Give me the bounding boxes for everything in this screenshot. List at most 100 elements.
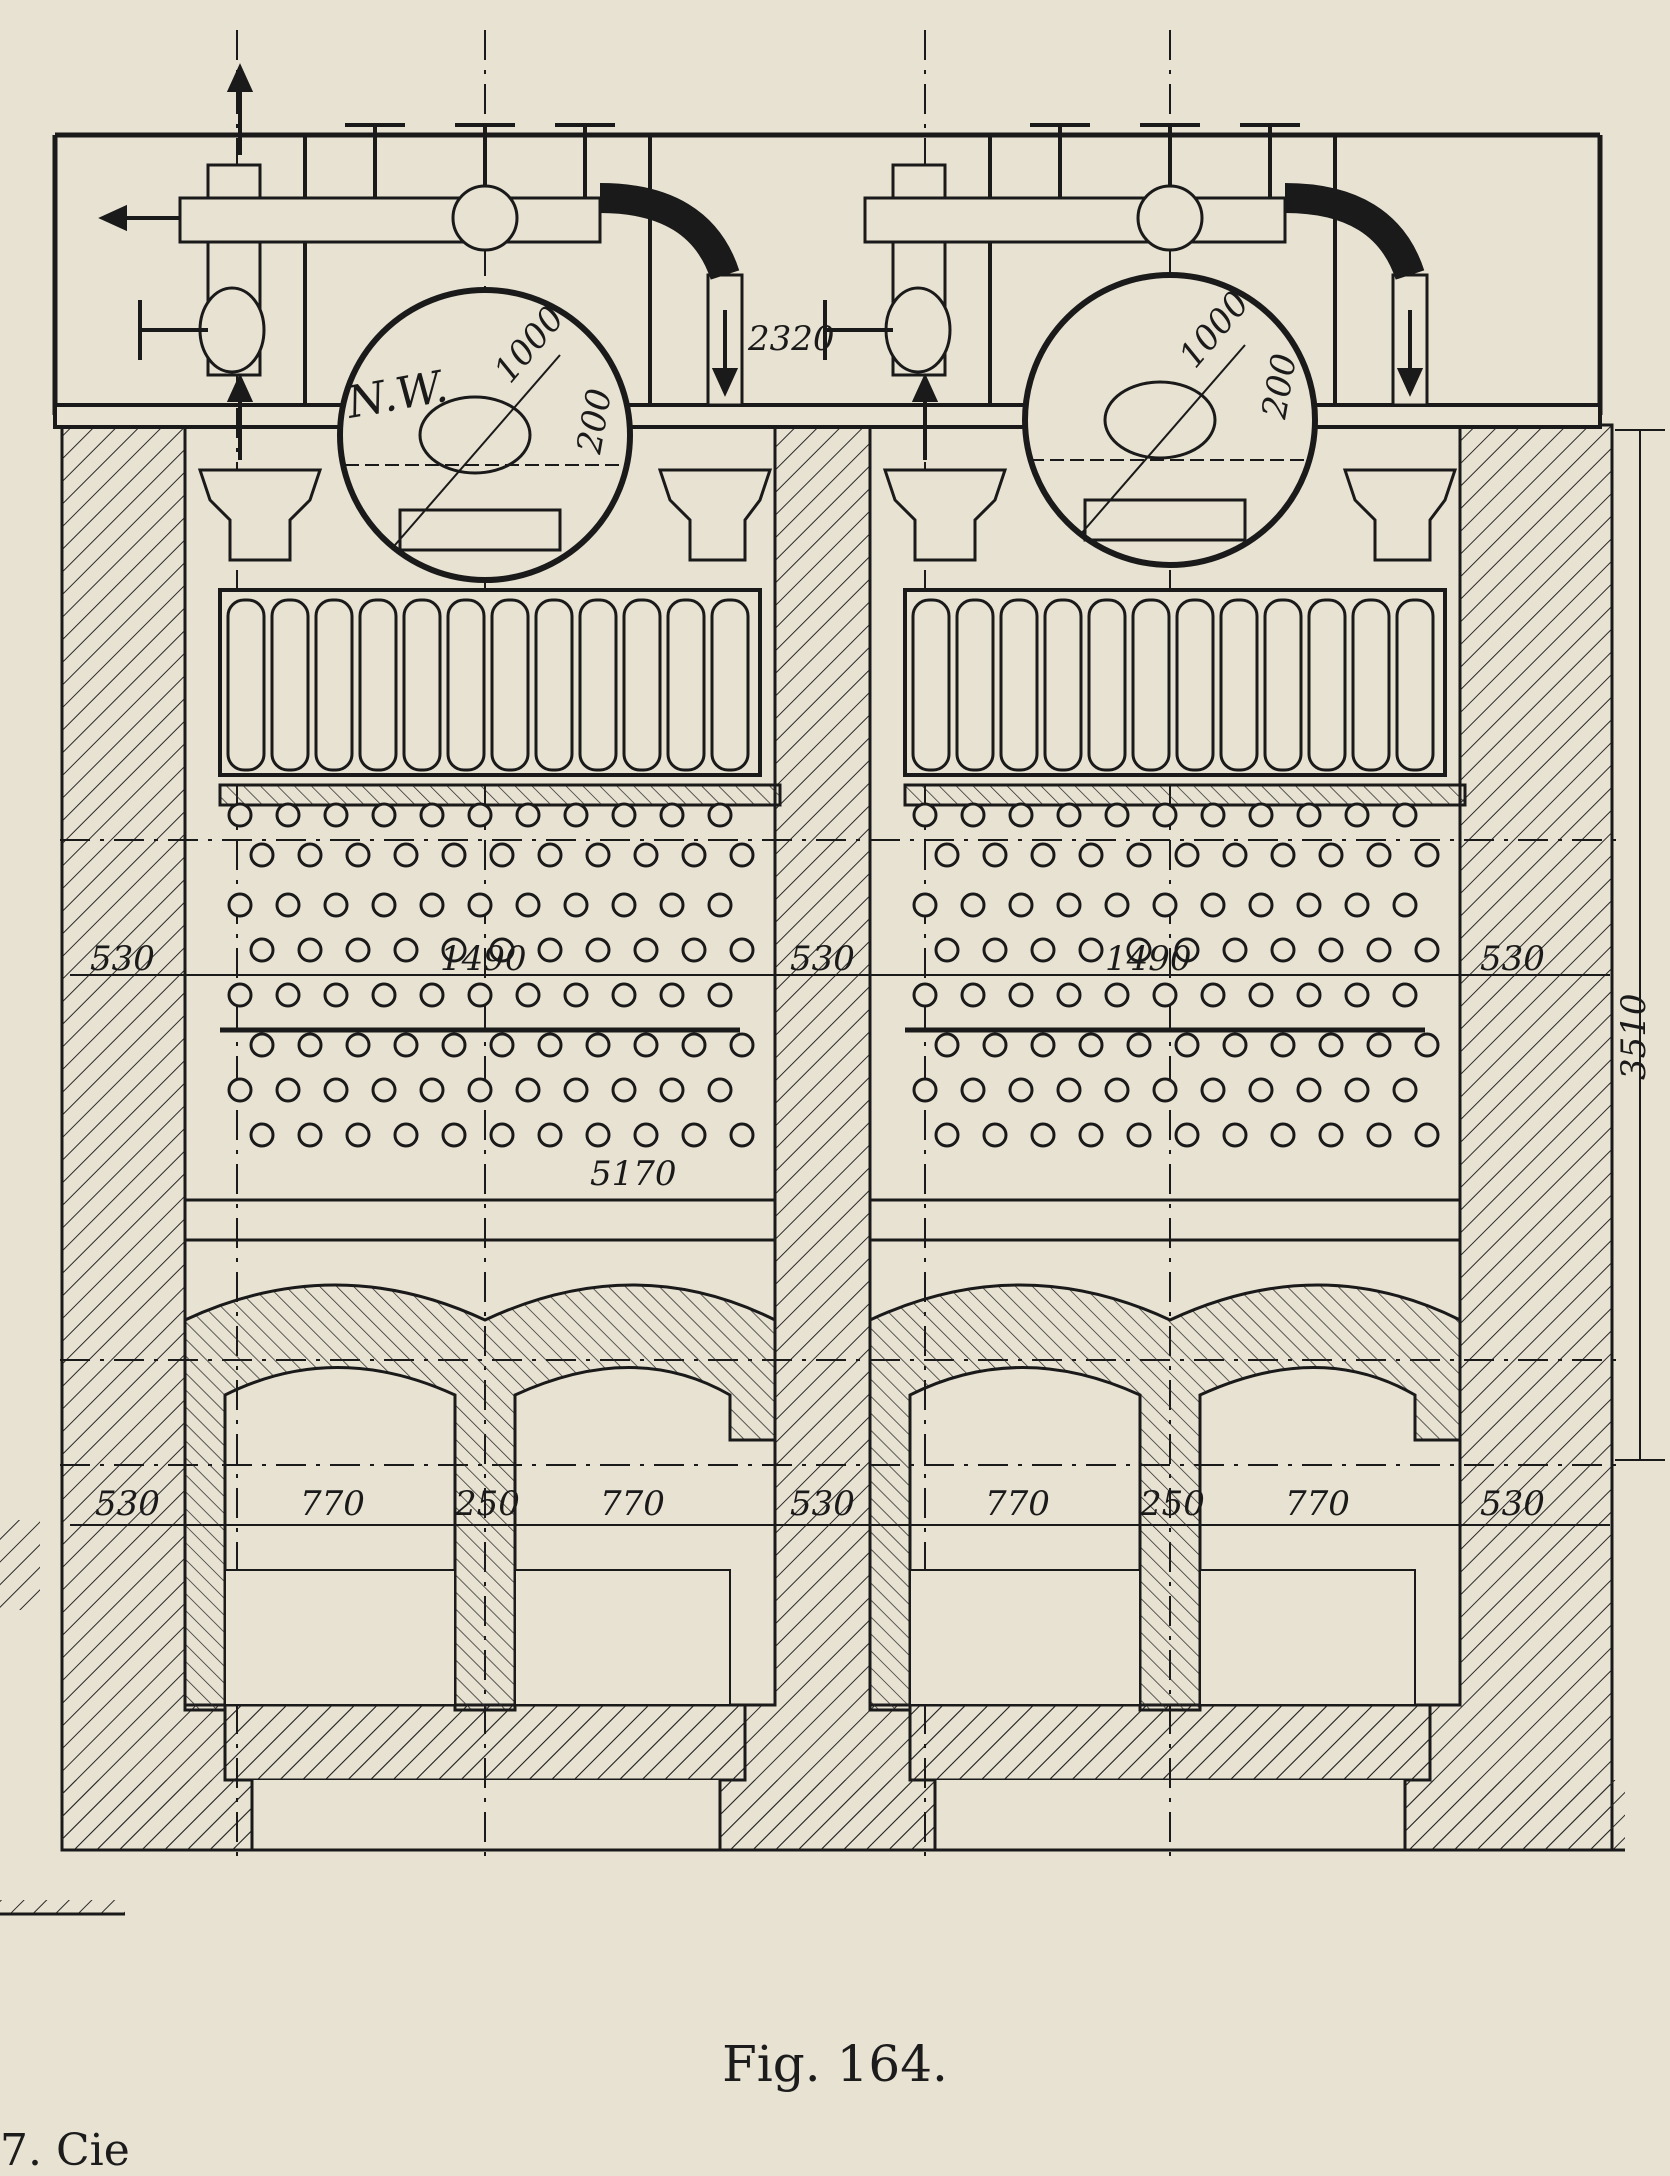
cross-tube xyxy=(1392,1077,1418,1103)
cross-tube xyxy=(467,982,493,1008)
tube-bank-width-right: 1490 xyxy=(1105,939,1192,979)
pipe-spacing: 2320 xyxy=(747,319,835,359)
cross-tube xyxy=(1222,842,1248,868)
boiler-tube xyxy=(446,598,486,772)
cross-tube xyxy=(563,1077,589,1103)
cross-tube xyxy=(1366,842,1392,868)
cross-tube xyxy=(1222,1032,1248,1058)
cross-tube xyxy=(297,1032,323,1058)
cross-tube xyxy=(1152,982,1178,1008)
cross-tube xyxy=(1318,842,1344,868)
boiler-tube xyxy=(710,598,750,772)
cross-tube xyxy=(912,892,938,918)
partition-width-right: 250 xyxy=(1139,1484,1205,1524)
valve-handwheels xyxy=(138,123,1300,360)
cross-tube xyxy=(707,892,733,918)
cross-tube xyxy=(912,1077,938,1103)
cross-tube xyxy=(1078,842,1104,868)
cross-tube xyxy=(563,982,589,1008)
piping xyxy=(178,163,1429,407)
cross-tube xyxy=(729,937,755,963)
cross-tube xyxy=(659,802,685,828)
cross-tube xyxy=(729,1032,755,1058)
boiler-tube xyxy=(1395,598,1435,772)
cross-tube xyxy=(441,937,467,963)
boiler-tube xyxy=(314,598,354,772)
cross-tube xyxy=(419,802,445,828)
cross-tube xyxy=(707,802,733,828)
cross-tube xyxy=(515,892,541,918)
cross-tube xyxy=(681,1032,707,1058)
cross-tube xyxy=(1200,1077,1226,1103)
cross-tube xyxy=(1296,1077,1322,1103)
boiler-tube xyxy=(1087,598,1127,772)
cross-tube xyxy=(659,1077,685,1103)
cross-tube xyxy=(515,1077,541,1103)
cross-tube xyxy=(934,937,960,963)
cross-tube xyxy=(537,1122,563,1148)
cross-tube xyxy=(419,982,445,1008)
tube-bank-height: 5170 xyxy=(590,1154,677,1194)
furnace-width-1: 770 xyxy=(300,1484,365,1524)
cross-tube xyxy=(633,842,659,868)
cross-tube xyxy=(1344,802,1370,828)
cross-tube xyxy=(1104,892,1130,918)
cross-tube xyxy=(371,892,397,918)
cross-tube xyxy=(1200,802,1226,828)
wall-530-upper-right: 530 xyxy=(1480,939,1545,979)
cross-tube xyxy=(1030,937,1056,963)
cross-tube xyxy=(1414,937,1440,963)
cross-tube xyxy=(1366,1032,1392,1058)
cross-tube xyxy=(249,937,275,963)
cross-tube xyxy=(275,892,301,918)
cross-tube xyxy=(1126,1122,1152,1148)
cross-tube xyxy=(323,982,349,1008)
figure-caption: Fig. 164. xyxy=(722,2035,948,2093)
boiler-tube xyxy=(1043,598,1083,772)
cross-tube xyxy=(537,842,563,868)
cross-tube xyxy=(1248,892,1274,918)
cross-tube xyxy=(729,1122,755,1148)
cross-tube xyxy=(1222,1122,1248,1148)
setting-height: 3510 xyxy=(1614,993,1654,1080)
cross-tube xyxy=(489,937,515,963)
cross-tube xyxy=(1174,1122,1200,1148)
left-boiler xyxy=(183,287,782,1712)
boiler-tube xyxy=(1219,598,1259,772)
cross-tube xyxy=(982,1122,1008,1148)
ground-hatch xyxy=(0,1520,125,1916)
cross-tube xyxy=(1248,982,1274,1008)
cross-tube xyxy=(275,1077,301,1103)
cross-tube xyxy=(1248,1077,1274,1103)
furnace-width-3: 770 xyxy=(985,1484,1050,1524)
cross-tube xyxy=(1222,937,1248,963)
top-frame xyxy=(52,132,1603,429)
cross-tube xyxy=(323,802,349,828)
cross-tube xyxy=(537,1032,563,1058)
cross-tube xyxy=(960,802,986,828)
boiler-tube xyxy=(955,598,995,772)
cross-tube xyxy=(707,982,733,1008)
partition-width-left: 250 xyxy=(454,1484,520,1524)
cross-tube xyxy=(1296,802,1322,828)
cross-tube xyxy=(1344,892,1370,918)
cross-tube xyxy=(249,842,275,868)
cross-tube xyxy=(1104,802,1130,828)
cross-tube xyxy=(275,982,301,1008)
cross-tube xyxy=(419,892,445,918)
boiler-tube xyxy=(911,598,951,772)
cross-tube xyxy=(345,842,371,868)
cross-tube xyxy=(1296,982,1322,1008)
cross-tube xyxy=(489,1032,515,1058)
cross-tube xyxy=(297,1122,323,1148)
cross-tube xyxy=(441,1032,467,1058)
cross-tube xyxy=(1344,1077,1370,1103)
cross-tube xyxy=(515,982,541,1008)
cross-tube xyxy=(1318,1032,1344,1058)
page-text-fragment: 7. Cie xyxy=(0,2125,130,2176)
cross-tube xyxy=(227,802,253,828)
cross-tube xyxy=(467,802,493,828)
cross-tube xyxy=(960,982,986,1008)
flow-arrows xyxy=(98,63,1424,460)
